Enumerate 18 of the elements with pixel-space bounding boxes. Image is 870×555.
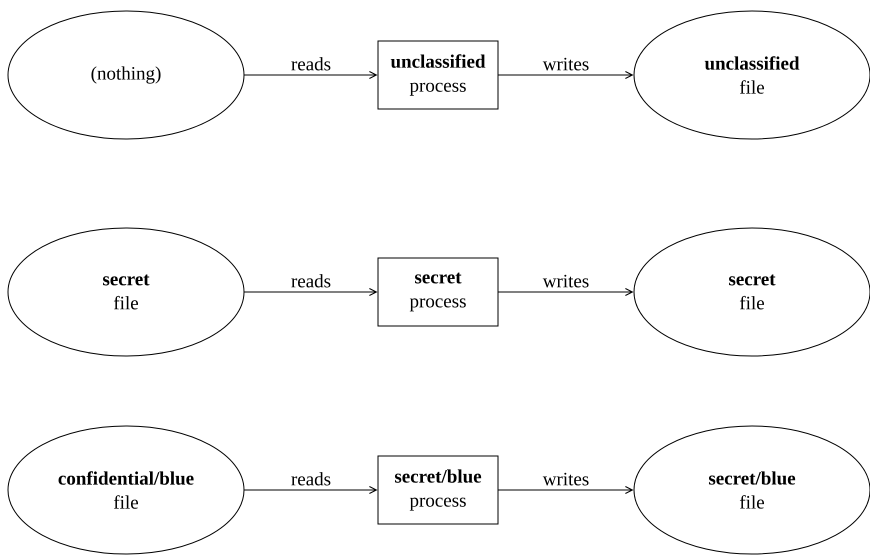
- edge-label: writes: [542, 472, 589, 486]
- process-box: secret/blue process: [378, 456, 498, 524]
- process-box: secret process: [378, 258, 498, 326]
- process-box: unclassified process: [378, 40, 498, 110]
- arrow: [498, 71, 634, 79]
- edge-label: writes: [542, 274, 589, 288]
- ellipse-node: (nothing): [8, 10, 244, 140]
- arrow: [498, 288, 634, 296]
- edge-label: reads: [291, 472, 330, 486]
- arrow: [244, 288, 378, 296]
- ellipse-node: confidential/blue file: [8, 426, 244, 554]
- ellipse-node: secret file: [8, 228, 244, 356]
- edge-label: reads: [291, 57, 330, 70]
- edge-label: writes: [542, 58, 589, 70]
- arrow: [244, 71, 378, 79]
- arrow: [244, 486, 378, 494]
- arrow: [498, 486, 634, 494]
- edge-label: reads: [291, 274, 330, 288]
